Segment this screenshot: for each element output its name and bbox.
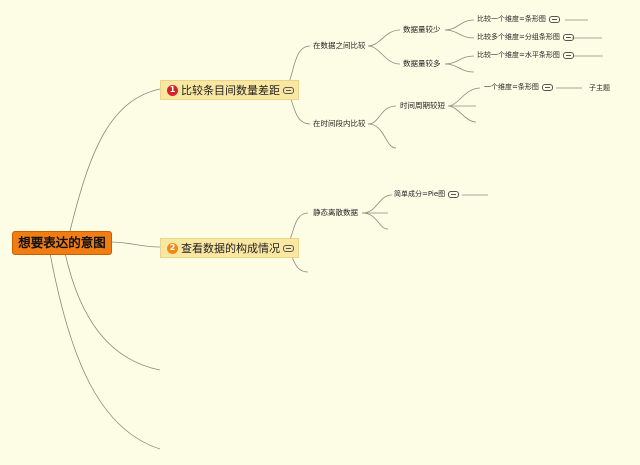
leaf-subtopic[interactable]: 子主题	[589, 85, 610, 92]
link-icon[interactable]	[448, 191, 460, 198]
connector	[444, 29, 475, 39]
root-topic-label: 想要表达的意图	[18, 234, 106, 250]
connector	[444, 19, 475, 31]
main-topic-label: 查看数据的构成情况	[181, 241, 280, 255]
connector	[367, 123, 397, 149]
leaf-one-dim-bar-time[interactable]: 一个维度=条形图	[484, 84, 553, 91]
subtopic-short-period[interactable]: 时间周期较短	[400, 102, 445, 110]
connector	[109, 241, 161, 248]
connector	[64, 252, 161, 371]
subtopic-label: 在时间段内比较	[313, 119, 366, 128]
subtopic-time-period[interactable]: 在时间段内比较	[313, 120, 366, 128]
subtopic-label: 数据量较少	[403, 25, 441, 34]
link-icon[interactable]	[283, 244, 294, 252]
leaf-label: 比较一个维度=水平条形图	[477, 51, 560, 59]
subtopic-static-discrete[interactable]: 静态离散数据	[313, 209, 358, 217]
root-topic[interactable]: 想要表达的意图	[12, 231, 112, 255]
link-icon[interactable]	[562, 34, 574, 41]
subtopic-between-data[interactable]: 在数据之间比较	[313, 42, 366, 50]
main-topic-composition[interactable]: 2 查看数据的构成情况	[160, 238, 299, 258]
connector	[69, 88, 161, 232]
subtopic-label: 静态离散数据	[313, 208, 358, 217]
subtopic-label: 在数据之间比较	[313, 41, 366, 50]
connector	[444, 55, 475, 65]
connector	[367, 29, 401, 47]
leaf-simple-pie[interactable]: 简单成分=Pie图	[394, 190, 460, 198]
subtopic-label: 时间周期较短	[400, 101, 445, 110]
main-topic-compare[interactable]: 1 比较条目间数量差距	[160, 80, 299, 100]
leaf-label: 一个维度=条形图	[484, 83, 539, 91]
leaf-label: 比较一个维度=条形图	[477, 15, 546, 23]
link-icon[interactable]	[548, 16, 560, 23]
leaf-one-dim-horizontal-bar[interactable]: 比较一个维度=水平条形图	[477, 52, 574, 59]
connector	[49, 252, 161, 450]
subtopic-few-data[interactable]: 数据量较少	[403, 26, 441, 34]
priority-1-badge-icon: 1	[167, 84, 178, 96]
leaf-multi-dim-grouped-bar[interactable]: 比较多个维度=分组条形图	[477, 34, 574, 41]
link-icon[interactable]	[283, 86, 294, 94]
connector	[361, 194, 393, 214]
connector	[444, 63, 475, 73]
connector	[361, 212, 389, 230]
connector	[447, 105, 477, 123]
priority-2-badge-icon: 2	[167, 242, 178, 254]
connector	[447, 87, 481, 107]
main-topic-label: 比较条目间数量差距	[181, 83, 280, 97]
link-icon[interactable]	[541, 84, 553, 91]
subtopic-many-data[interactable]: 数据量较多	[403, 60, 441, 68]
connector	[367, 105, 397, 125]
leaf-label: 子主题	[589, 84, 610, 92]
leaf-label: 比较多个维度=分组条形图	[477, 33, 560, 41]
subtopic-label: 数据量较多	[403, 59, 441, 68]
leaf-one-dim-bar[interactable]: 比较一个维度=条形图	[477, 16, 560, 23]
link-icon[interactable]	[562, 52, 574, 59]
connector	[367, 45, 401, 65]
leaf-label: 简单成分=Pie图	[394, 190, 446, 198]
